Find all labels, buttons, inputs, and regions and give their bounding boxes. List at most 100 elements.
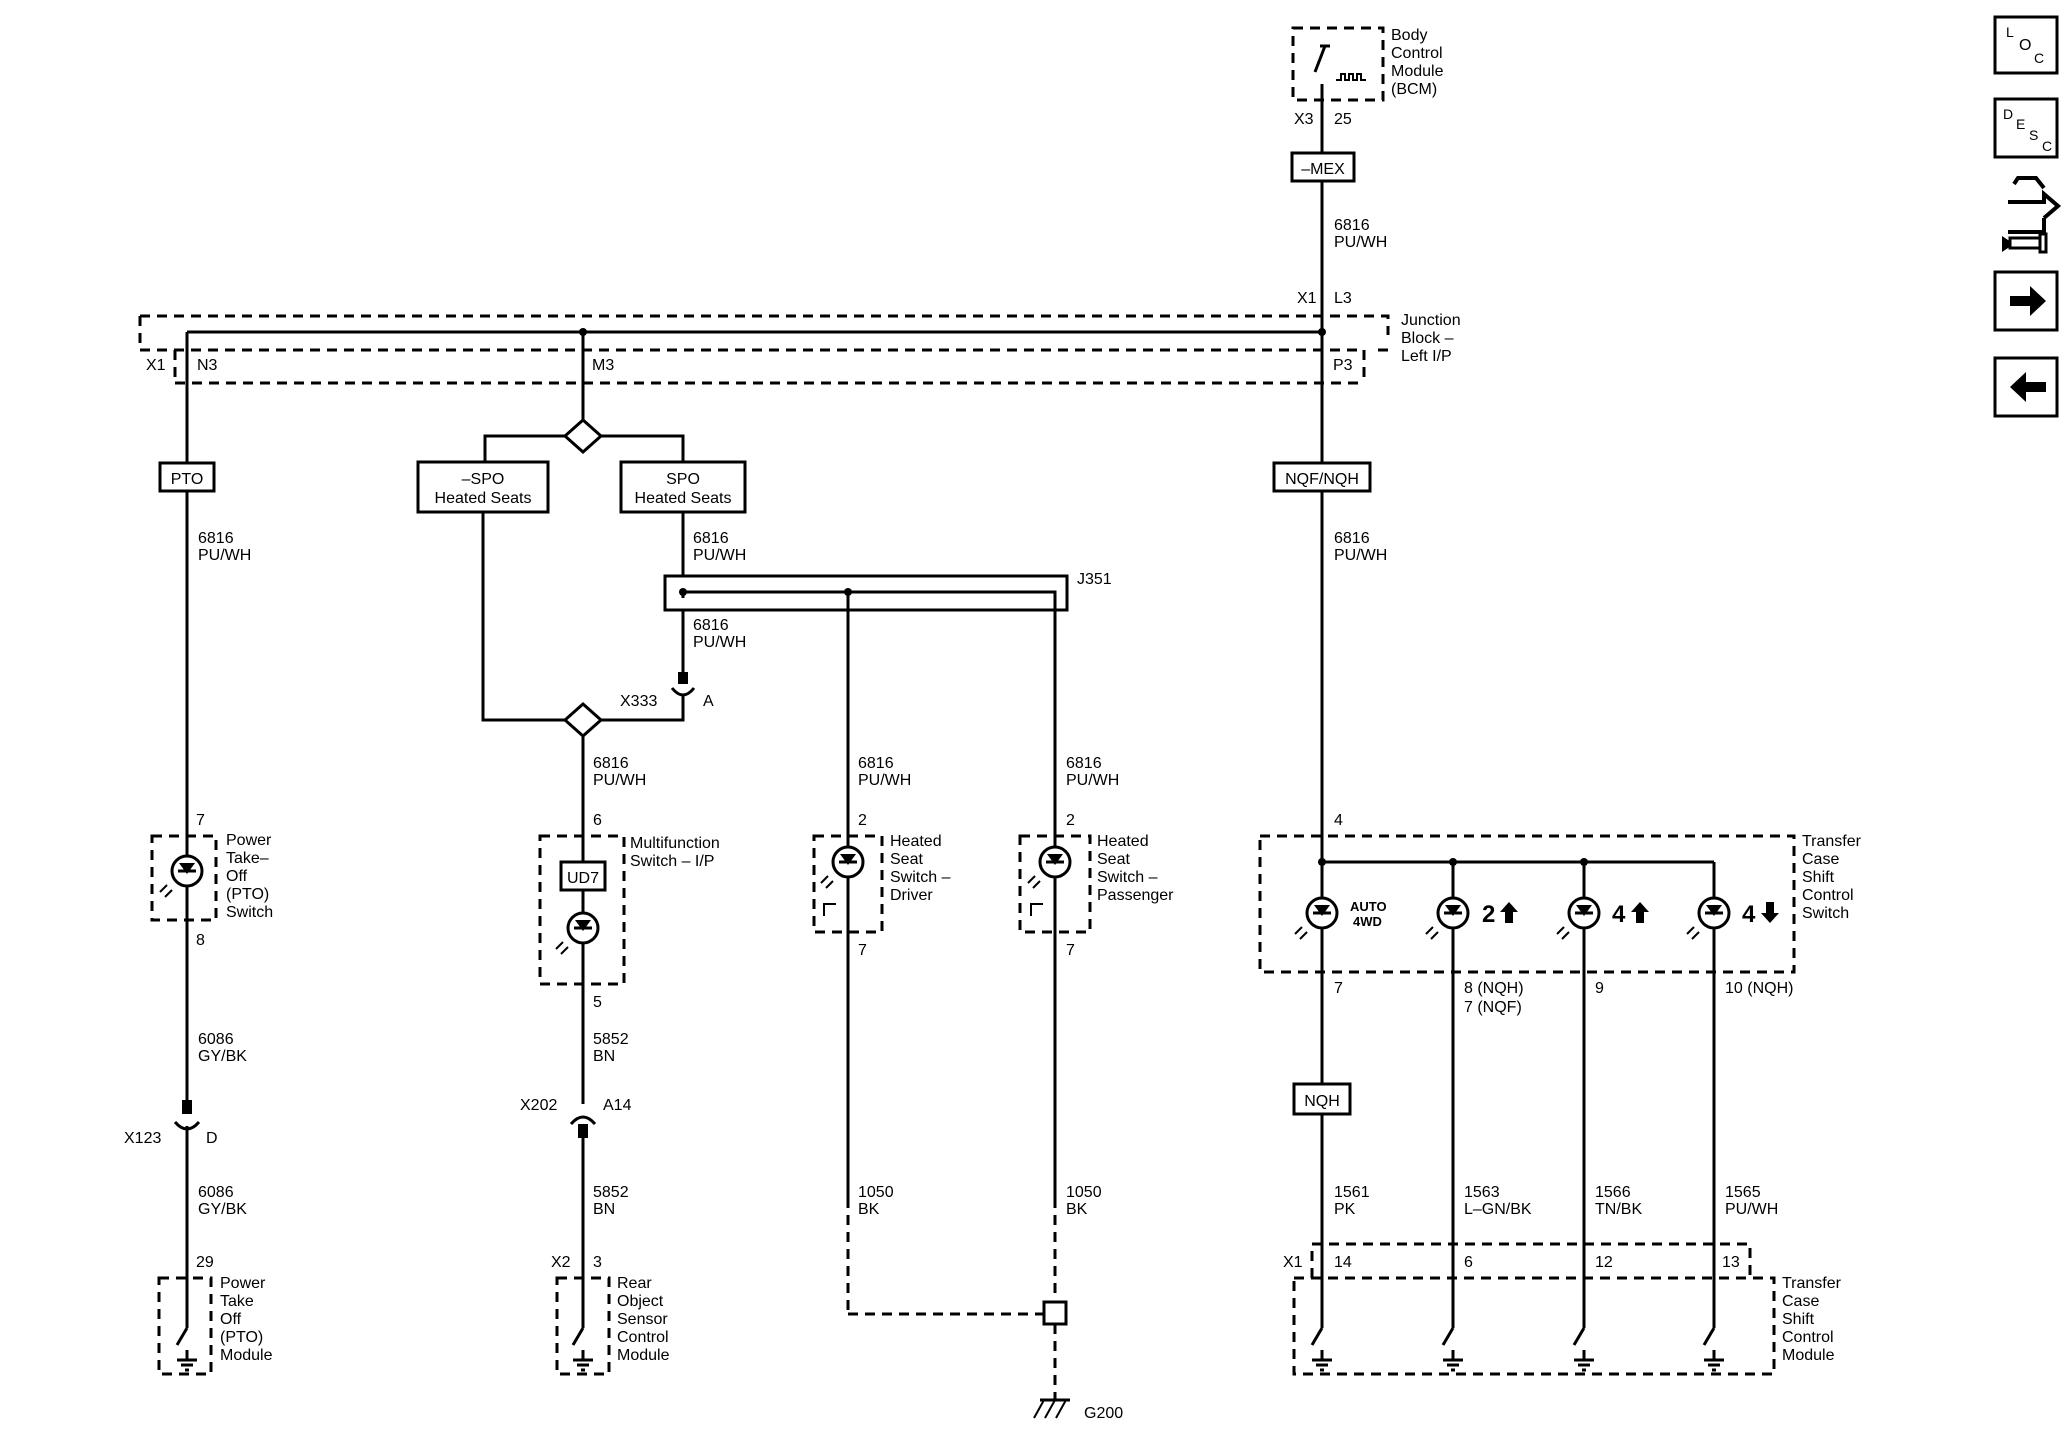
seat-switch-passenger-label: Heated Seat Switch – Passenger: [1097, 833, 1174, 904]
multifunction-switch: 6 UD7 5 Multifunction Switch – I/P: [538, 812, 720, 1011]
svg-text:–SPO: –SPO: [462, 471, 505, 488]
wire-label: 1050 BK: [1066, 1184, 1106, 1218]
option-mex: –MEX: [1290, 151, 1356, 183]
transfer-case-module-label: Transfer Case Shift Control Module: [1782, 1275, 1845, 1364]
svg-text:12: 12: [1595, 1254, 1613, 1271]
heated-seat-switch-driver: 2 7 Heated Seat Switch – Driver: [812, 812, 955, 959]
wire-label: 6816 PU/WH: [693, 617, 746, 651]
transfer-case-switch: 4 AUTO 4WD 2 4 4 7 8 (NQH) 7 (NQF) 9 10 …: [1258, 812, 1865, 1016]
transfer-case-module: X1 14 6 12 13 Transfer Case Shift Contro…: [1283, 1242, 1845, 1376]
wire-label: 1561 PK: [1334, 1184, 1374, 1218]
wire-label: 6816 PU/WH: [693, 530, 746, 564]
ground-g200: G200: [846, 1198, 1123, 1422]
pto-switch: 7 8 Power Take– Off (PTO) Switch: [150, 812, 273, 949]
svg-text:4WD: 4WD: [1353, 914, 1382, 929]
svg-text:AUTO: AUTO: [1350, 899, 1387, 914]
option-nqf-nqh: NQF/NQH: [1272, 461, 1372, 493]
svg-text:8 (NQH): 8 (NQH): [1464, 980, 1524, 997]
svg-text:Heated Seats: Heated Seats: [635, 490, 732, 507]
svg-text:3: 3: [593, 1254, 602, 1271]
svg-text:PTO: PTO: [171, 471, 204, 488]
wire-label: 1566 TN/BK: [1595, 1184, 1642, 1218]
svg-text:G200: G200: [1084, 1405, 1123, 1422]
wire-label: 6086 GY/BK: [198, 1184, 247, 1218]
svg-text:J351: J351: [1077, 571, 1112, 588]
svg-text:C: C: [2042, 138, 2052, 154]
svg-text:A14: A14: [603, 1097, 632, 1114]
svg-text:14: 14: [1334, 1254, 1352, 1271]
connector-x333: X333 A: [620, 672, 714, 710]
svg-text:2: 2: [1066, 812, 1075, 829]
wire-label: 6816 PU/WH: [858, 755, 911, 789]
wire-label: 6086 GY/BK: [198, 1031, 247, 1065]
connector-x202: X202 A14: [520, 1097, 632, 1138]
option-pto: PTO: [158, 461, 216, 493]
svg-text:29: 29: [196, 1254, 214, 1271]
desc-button[interactable]: D E S C: [1993, 97, 2059, 159]
svg-text:10 (NQH): 10 (NQH): [1725, 980, 1793, 997]
svg-text:4: 4: [1334, 812, 1343, 829]
svg-text:O: O: [2019, 37, 2031, 54]
svg-text:7: 7: [1066, 942, 1075, 959]
seat-switch-driver-label: Heated Seat Switch – Driver: [890, 833, 955, 904]
option-nqh: NQH: [1292, 1082, 1352, 1116]
loc-button[interactable]: L O C: [1993, 15, 2059, 75]
option-spo: SPO Heated Seats: [619, 460, 747, 514]
svg-text:N3: N3: [197, 357, 218, 374]
svg-text:NQF/NQH: NQF/NQH: [1285, 471, 1359, 488]
pto-module-label: Power Take Off (PTO) Module: [220, 1275, 273, 1364]
transfer-case-switch-label: Transfer Case Shift Control Switch: [1802, 833, 1865, 922]
junction-block-label: Junction Block – Left I/P: [1401, 312, 1465, 365]
wire-label: 6816 PU/WH: [198, 530, 251, 564]
svg-text:8: 8: [196, 932, 205, 949]
svg-text:–MEX: –MEX: [1301, 161, 1345, 178]
wire-label: 5852 BN: [593, 1031, 633, 1065]
svg-text:4: 4: [1742, 901, 1756, 928]
rear-object-sensor-module: X2 3 Rear Object Sensor Control Module: [551, 1254, 673, 1376]
svg-text:L3: L3: [1334, 290, 1352, 307]
svg-text:X1: X1: [146, 357, 166, 374]
svg-text:X1: X1: [1297, 290, 1317, 307]
svg-text:7: 7: [1334, 980, 1343, 997]
svg-text:X1: X1: [1283, 1254, 1303, 1271]
bcm-connector: X3: [1294, 111, 1314, 128]
wire-label: 1563 L–GN/BK: [1464, 1184, 1532, 1218]
wire-label: 6816 PU/WH: [593, 755, 646, 789]
wire-label: 6816 PU/WH: [1334, 530, 1387, 564]
svg-text:D: D: [206, 1130, 218, 1147]
wire-label: 6816 PU/WH: [1066, 755, 1119, 789]
svg-text:2: 2: [858, 812, 867, 829]
svg-text:D: D: [2003, 106, 2013, 122]
option-no-spo: –SPO Heated Seats: [416, 460, 550, 514]
svg-text:SPO: SPO: [666, 471, 700, 488]
diagnostic-vehicle-icon[interactable]: [2002, 176, 2062, 254]
svg-text:P3: P3: [1333, 357, 1353, 374]
svg-text:NQH: NQH: [1304, 1093, 1340, 1110]
connector-x123: X123 D: [124, 1100, 218, 1147]
svg-text:C: C: [2034, 50, 2044, 66]
svg-text:X202: X202: [520, 1097, 557, 1114]
previous-arrow-button[interactable]: [1993, 356, 2059, 418]
rear-object-module-label: Rear Object Sensor Control Module: [617, 1275, 673, 1364]
svg-text:7 (NQF): 7 (NQF): [1464, 999, 1522, 1016]
svg-text:E: E: [2016, 116, 2025, 132]
bcm: Body Control Module (BCM) X3 25: [1291, 26, 1444, 128]
heated-seat-switch-passenger: 2 7 Heated Seat Switch – Passenger: [1018, 812, 1174, 959]
svg-text:7: 7: [858, 942, 867, 959]
svg-text:X2: X2: [551, 1254, 571, 1271]
wire-label: 6816 PU/WH: [1334, 217, 1387, 251]
bcm-pin: 25: [1334, 111, 1352, 128]
svg-text:X333: X333: [620, 693, 657, 710]
svg-text:L: L: [2006, 24, 2014, 40]
svg-text:5: 5: [593, 994, 602, 1011]
next-arrow-button[interactable]: [1993, 270, 2059, 332]
svg-text:9: 9: [1595, 980, 1604, 997]
svg-text:M3: M3: [592, 357, 614, 374]
pto-module: 29 Power Take Off (PTO) Module: [157, 1254, 273, 1376]
svg-text:4: 4: [1612, 901, 1626, 928]
wire-label: 1565 PU/WH: [1725, 1184, 1778, 1218]
wire-label: 5852 BN: [593, 1184, 633, 1218]
svg-text:6: 6: [593, 812, 602, 829]
svg-text:X123: X123: [124, 1130, 161, 1147]
